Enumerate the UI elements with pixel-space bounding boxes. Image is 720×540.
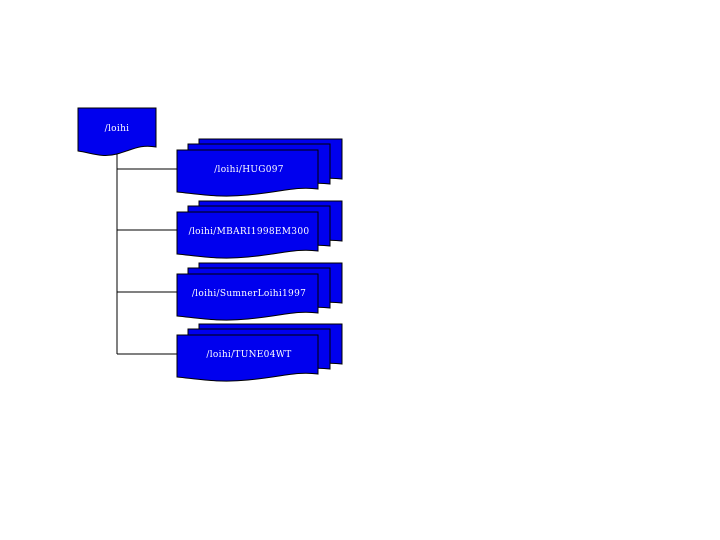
child-label: /loihi/SumnerLoihi1997 [192,289,306,299]
child-node-mbari1998em300[interactable]: /loihi/MBARI1998EM300 [176,200,343,259]
connector-lines [116,152,177,355]
child-node-sumnerloihi1997[interactable]: /loihi/SumnerLoihi1997 [176,262,343,321]
child-label: /loihi/TUNE04WT [206,350,291,360]
child-doc-front [176,273,319,321]
child-label: /loihi/MBARI1998EM300 [189,227,310,237]
child-doc-front [176,149,319,197]
root-node[interactable]: /loihi [77,107,157,156]
child-doc-front [176,211,319,259]
root-label: /loihi [105,124,130,134]
child-node-hug097[interactable]: /loihi/HUG097 [176,138,343,197]
root-document-shape [77,107,157,156]
child-node-tune04wt[interactable]: /loihi/TUNE04WT [176,323,343,382]
child-doc-front [176,334,319,382]
child-label: /loihi/HUG097 [214,165,284,175]
